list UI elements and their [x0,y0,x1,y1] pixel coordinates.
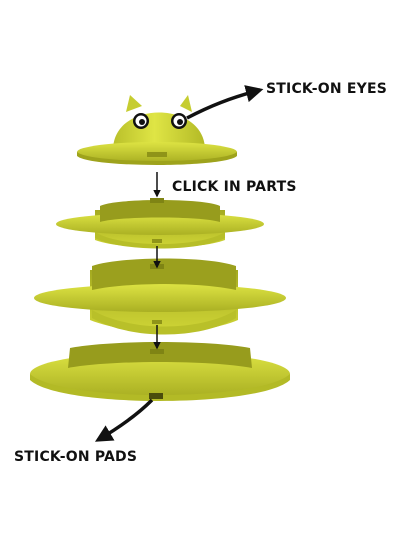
stick-on-eyes [133,113,187,129]
left-ear [126,95,142,112]
tier-medium [34,258,286,335]
stick-on-eyes-label: STICK-ON EYES [266,81,387,97]
tier-base [30,342,290,401]
right-ear [180,95,192,112]
click-in-parts-label: CLICK IN PARTS [172,179,297,195]
tier-small [56,198,264,249]
stick-on-pads-arrow [94,398,154,442]
top-dome-piece [77,95,237,165]
stick-on-eyes-arrow [186,85,264,120]
stick-on-pads-label: STICK-ON PADS [14,449,138,465]
